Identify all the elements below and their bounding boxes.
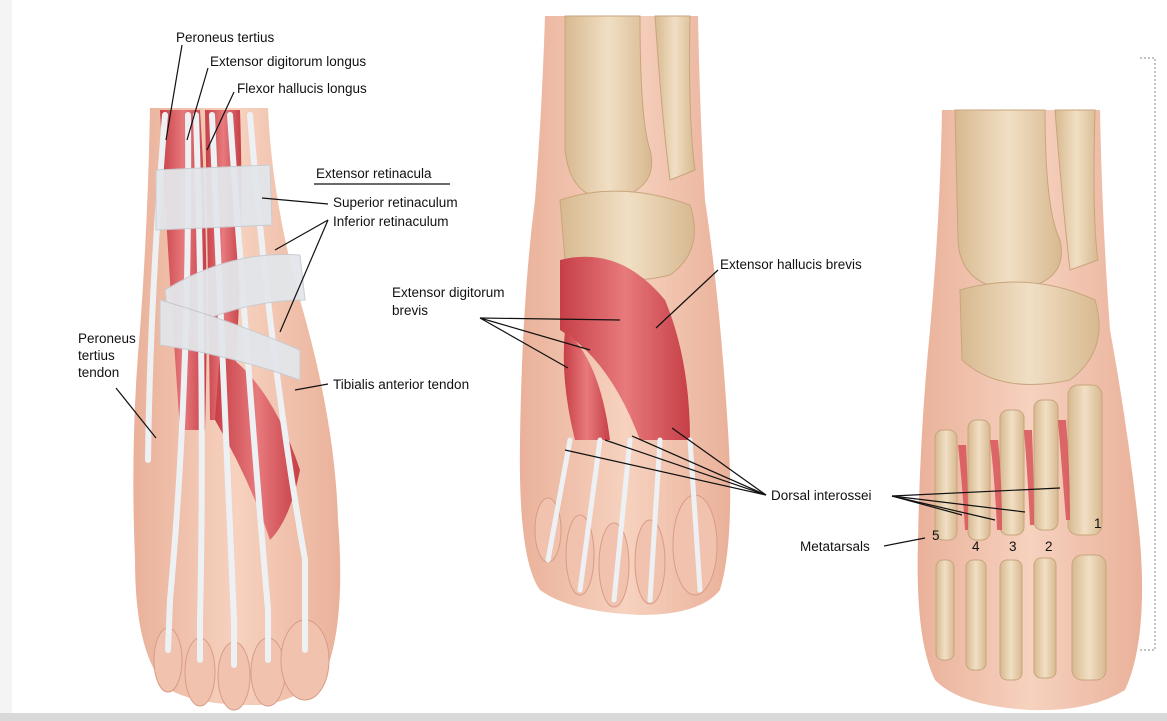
label-peroneus-tertius: Peroneus tertius xyxy=(176,30,275,45)
label-peroneus-tertius-tendon-1: Peroneus xyxy=(78,331,136,346)
label-inferior-retinaculum: Inferior retinaculum xyxy=(333,214,449,229)
label-metatarsals: Metatarsals xyxy=(800,539,870,554)
foot-right-bones xyxy=(934,109,1107,681)
foot-right-illustration xyxy=(917,109,1143,711)
foot-middle-illustration xyxy=(519,15,731,615)
metatarsal-number-5: 5 xyxy=(932,528,940,543)
label-extensor-retinacula: Extensor retinacula xyxy=(316,166,432,181)
metatarsal-number-4: 4 xyxy=(972,539,980,554)
label-extensor-digitorum-brevis-2: brevis xyxy=(392,303,428,318)
foot-left-retinacula xyxy=(155,164,306,381)
window-bottom-bar xyxy=(0,713,1167,721)
label-tibialis-anterior-tendon: Tibialis anterior tendon xyxy=(333,377,469,392)
label-peroneus-tertius-tendon-3: tendon xyxy=(78,365,119,380)
foot-middle-tendons xyxy=(545,437,703,603)
label-extensor-digitorum-longus: Extensor digitorum longus xyxy=(210,54,366,69)
metatarsal-number-1: 1 xyxy=(1094,516,1102,531)
label-extensor-hallucis-brevis: Extensor hallucis brevis xyxy=(720,257,862,272)
foot-right-interossei xyxy=(958,420,1070,530)
label-superior-retinaculum: Superior retinaculum xyxy=(333,195,458,210)
label-extensor-digitorum-brevis-1: Extensor digitorum xyxy=(392,285,505,300)
metatarsal-number-2: 2 xyxy=(1045,539,1053,554)
window-frame-left xyxy=(0,0,12,713)
label-peroneus-tertius-tendon-2: tertius xyxy=(78,348,115,363)
metatarsal-number-3: 3 xyxy=(1009,539,1017,554)
leader-lines xyxy=(115,44,1061,547)
label-dorsal-interossei: Dorsal interossei xyxy=(771,488,872,503)
foot-left-illustration xyxy=(133,108,341,711)
label-flexor-hallucis-longus: Flexor hallucis longus xyxy=(237,81,367,96)
panel-bracket xyxy=(1140,57,1156,651)
foot-left-toes xyxy=(153,619,330,711)
foot-middle-leg-bones xyxy=(559,15,696,281)
foot-middle-muscles xyxy=(560,256,690,440)
